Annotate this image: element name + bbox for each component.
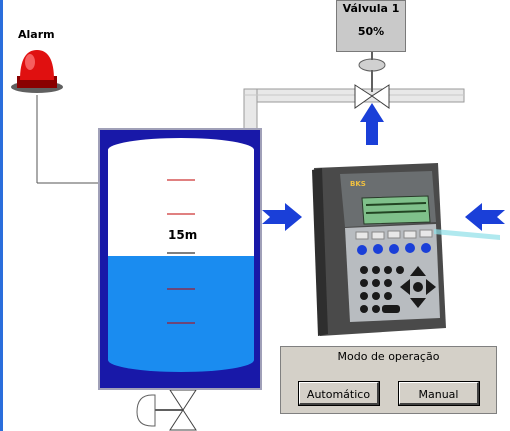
valve-1-title: Válvula 1 (342, 2, 400, 15)
valve-1-panel[interactable]: Válvula 1 50% (336, 0, 406, 52)
bottom-valve-icon (136, 389, 197, 431)
controller-device (312, 163, 500, 336)
alarm-label: Alarm (18, 28, 55, 41)
valve-1-icon (354, 52, 390, 109)
window-edge (0, 0, 3, 431)
controller-brand: BKS (350, 180, 366, 188)
valve-1-opening: 50% (357, 25, 385, 38)
tank-level-label: 15m (168, 228, 198, 242)
arrow-up-icon (360, 103, 384, 145)
water-fill (108, 256, 254, 360)
tank-body (108, 138, 254, 372)
manual-button[interactable]: Manual (398, 381, 480, 406)
automatic-button[interactable]: Automático (298, 381, 380, 406)
arrow-right-icon (262, 203, 302, 231)
mode-panel: Modo de operação Automático Manual (280, 346, 497, 414)
alarm-lamp-icon (11, 50, 63, 93)
mode-title: Modo de operação (337, 350, 440, 363)
arrow-left-icon (465, 203, 505, 231)
pipe-top (243, 88, 465, 132)
